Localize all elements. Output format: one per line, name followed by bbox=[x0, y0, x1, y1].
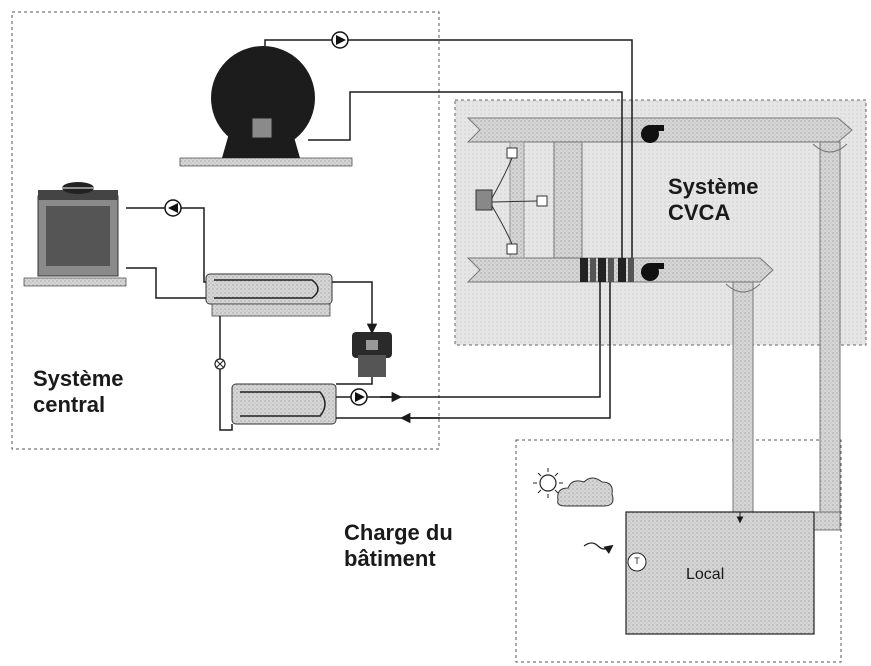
return-fan-icon bbox=[641, 263, 664, 281]
hvac-system-label: Système CVCA bbox=[668, 174, 759, 226]
cloud-icon bbox=[557, 477, 614, 507]
central-system-label-line1: Système bbox=[33, 366, 124, 391]
thermostat-label: T bbox=[634, 556, 640, 566]
supply-fan-icon bbox=[641, 125, 664, 143]
mixing-duct bbox=[553, 141, 583, 259]
room-box bbox=[625, 511, 815, 635]
outdoor-air-duct bbox=[509, 141, 525, 259]
condenser-water-piping bbox=[126, 207, 206, 299]
cooling-tower-icon bbox=[23, 182, 127, 287]
refrigerant-piping bbox=[219, 281, 378, 431]
chilled-water-piping bbox=[336, 282, 611, 424]
compressor-icon bbox=[352, 332, 392, 377]
condenser-coil bbox=[205, 273, 333, 317]
thermostat-icon bbox=[627, 552, 647, 572]
room-label: Local bbox=[686, 566, 725, 583]
building-load-label-line2: bâtiment bbox=[344, 545, 436, 571]
expansion-valve-icon bbox=[214, 358, 226, 370]
hot-water-piping bbox=[264, 39, 633, 258]
building-load-label-line1: Charge du bbox=[344, 520, 453, 545]
central-system-label: Système central bbox=[33, 366, 124, 418]
sun-icon bbox=[533, 468, 563, 498]
hvac-system-label-line2: CVCA bbox=[668, 199, 731, 225]
damper-icon bbox=[475, 147, 548, 255]
coil-icon bbox=[580, 258, 634, 282]
supply-riser-duct bbox=[732, 281, 754, 513]
boiler-icon bbox=[179, 46, 353, 167]
heat-gain-arrow bbox=[583, 542, 614, 555]
return-riser-duct bbox=[819, 141, 841, 521]
evaporator-coil bbox=[231, 383, 337, 425]
hvac-system-label-line1: Système bbox=[668, 174, 759, 199]
building-load-label: Charge du bâtiment bbox=[344, 520, 453, 572]
pump-icon bbox=[164, 31, 368, 406]
building-load-zone bbox=[515, 439, 842, 663]
central-system-label-line2: central bbox=[33, 391, 106, 417]
